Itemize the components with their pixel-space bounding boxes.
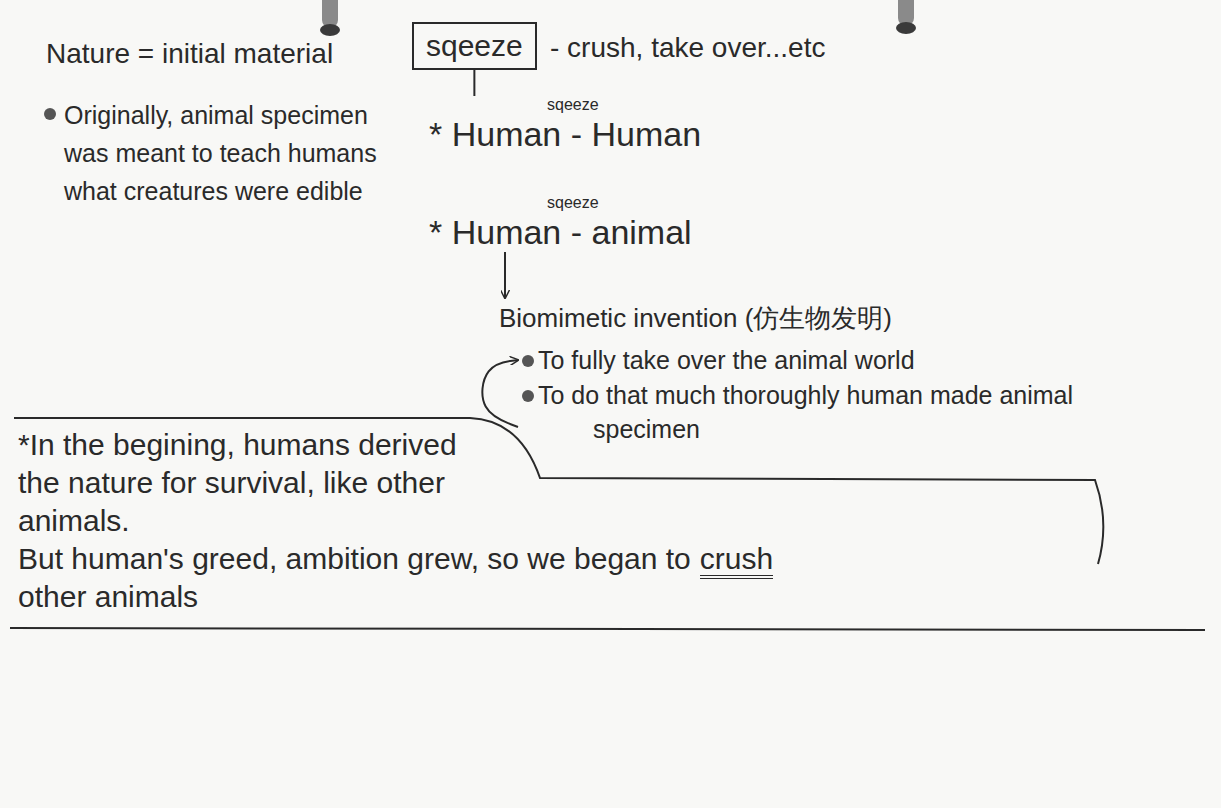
- heading-node: Biomimetic invention (仿生物发明): [495, 298, 896, 338]
- note-heading: Nature = initial material: [46, 36, 333, 72]
- text-line-group: But human's greed, ambition grew, so we …: [18, 540, 1202, 578]
- node-text: Biomimetic invention (仿生物发明): [499, 300, 892, 336]
- text-line-group: other animals: [18, 578, 1202, 616]
- bullet-node: To fully take over the animal world: [518, 343, 915, 377]
- relation-node: sqeeze* Human - Human: [425, 96, 705, 154]
- bullet-note: Originally, animal specimen was meant to…: [40, 96, 410, 210]
- connector: [482, 360, 518, 427]
- note-region: *In the begining, humans derived the nat…: [10, 412, 1210, 634]
- region-line: [10, 418, 1205, 630]
- node-text: To fully take over the animal world: [538, 343, 915, 377]
- connector: [473, 70, 475, 96]
- bullet-dot: [522, 355, 534, 367]
- connector: [504, 252, 506, 298]
- bullet-dot: [522, 390, 534, 402]
- relation-label: sqeeze: [547, 194, 692, 212]
- binder-ring: [320, 0, 916, 36]
- note-text: other animals: [18, 580, 198, 613]
- text-line-group: *In the begining, humans derived the nat…: [18, 426, 488, 540]
- underlined-word: crush: [700, 542, 773, 579]
- bullet-dot: [44, 108, 56, 120]
- node-text: * Human - Human: [429, 114, 701, 154]
- note-text: But human's greed, ambition grew, so we …: [18, 542, 691, 575]
- relation-node: sqeeze* Human - animal: [425, 194, 696, 252]
- note-text: - crush, take over...etc: [550, 30, 825, 66]
- ring-left: [322, 0, 338, 28]
- bullet-node: To do that much thoroughly human made an…: [518, 378, 1153, 446]
- node-text: To do that much thoroughly human made an…: [593, 378, 1153, 446]
- relation-label: sqeeze: [547, 96, 701, 114]
- note-text: *In the begining, humans derived the nat…: [18, 428, 457, 537]
- boxed-word: sqeeze: [412, 22, 537, 70]
- ring-hole-left: [320, 24, 340, 36]
- node-text: * Human - animal: [429, 212, 692, 252]
- node-text: sqeeze: [426, 26, 523, 66]
- ring-hole-right: [896, 22, 916, 34]
